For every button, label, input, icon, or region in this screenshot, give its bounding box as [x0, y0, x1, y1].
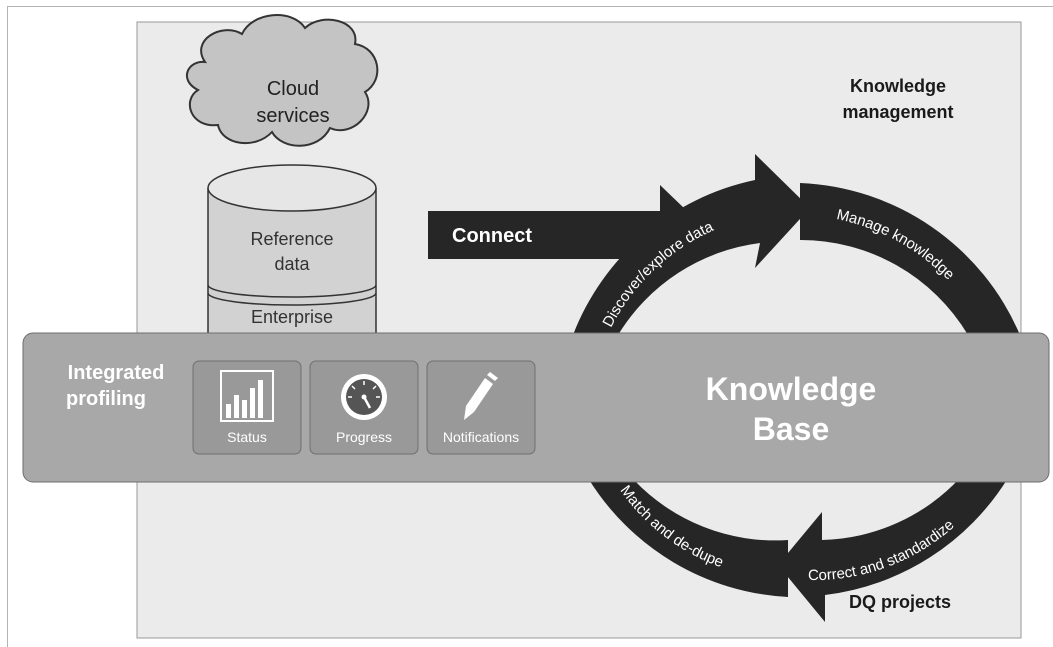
integrated-profiling-line1: Integrated: [68, 362, 165, 384]
cloud-services-shape: [185, 14, 379, 147]
knowledge-base-line1: Knowledge: [706, 371, 877, 407]
bar-chart-icon: [220, 370, 274, 422]
pencil-icon: [464, 372, 498, 420]
database-cylinder: [207, 164, 377, 348]
enterprise-label: Enterprise: [251, 307, 333, 327]
progress-tile[interactable]: Progress: [309, 360, 419, 455]
cloud-label-line1: Cloud: [267, 78, 319, 100]
knowledge-management-line2: management: [842, 102, 953, 122]
cycle-arrow-correct: [778, 478, 1008, 622]
knowledge-base-line2: Base: [753, 411, 830, 447]
reference-data-line2: data: [274, 254, 310, 274]
knowledge-base-band: [22, 332, 1050, 483]
frame-left-border: [7, 6, 8, 647]
notifications-tile[interactable]: Notifications: [426, 360, 536, 455]
dq-projects-label: DQ projects: [849, 592, 951, 612]
cycle-arrow-discover: [573, 154, 810, 335]
progress-tile-label: Progress: [336, 429, 392, 445]
notifications-tile-label: Notifications: [443, 429, 519, 445]
gauge-icon: [341, 374, 387, 420]
cloud-label-line2: services: [256, 105, 329, 127]
frame-top-border: [7, 6, 1053, 7]
cycle-arrow-match: [588, 478, 788, 597]
connect-arrow: [428, 185, 712, 285]
status-tile-label: Status: [227, 429, 267, 445]
integrated-profiling-line2: profiling: [66, 388, 146, 410]
reference-data-line1: Reference: [250, 229, 333, 249]
knowledge-management-line1: Knowledge: [850, 76, 946, 96]
status-tile[interactable]: Status: [192, 360, 302, 455]
connect-label: Connect: [452, 225, 532, 247]
cycle-arrow-manage: [800, 183, 1020, 335]
